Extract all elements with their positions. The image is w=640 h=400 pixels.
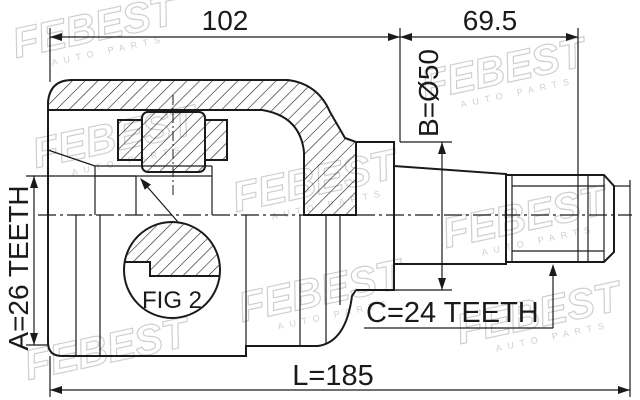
fig2-tooth-profile	[125, 261, 219, 277]
stem-collar	[356, 141, 395, 291]
fig2-detail: FIG 2	[123, 178, 221, 319]
fig2-leader-arrow	[140, 178, 151, 190]
stem-shaft	[393, 165, 507, 265]
dim-collar-diameter-label: B=Ø50	[413, 49, 444, 137]
dim-inner-spline-label: A=26 TEETH	[3, 185, 34, 350]
dim-outer-spline-label: C=24 TEETH	[366, 297, 539, 329]
stem-spline-teeth	[511, 175, 605, 262]
fig2-leader	[143, 182, 179, 223]
outer-race-section	[47, 79, 357, 216]
housing-splines	[75, 215, 341, 356]
dim-overall-length: L=185	[49, 180, 631, 397]
dim-housing-length: 102	[202, 5, 249, 36]
dim-stem-length: 69.5	[463, 5, 518, 36]
dim-overall-length-label: L=185	[292, 360, 373, 392]
fig2-label: FIG 2	[142, 287, 202, 314]
dim-collar-diameter: B=Ø50	[394, 49, 452, 291]
dim-outer-spline: C=24 TEETH	[364, 264, 557, 329]
dim-top: 102 69.5	[49, 5, 579, 174]
watermark-brand: FEBEST	[20, 308, 195, 389]
tripod-assembly	[47, 95, 228, 215]
dim-inner-spline: A=26 TEETH	[3, 175, 136, 351]
cage-right	[204, 119, 228, 161]
cage-left	[117, 119, 143, 161]
